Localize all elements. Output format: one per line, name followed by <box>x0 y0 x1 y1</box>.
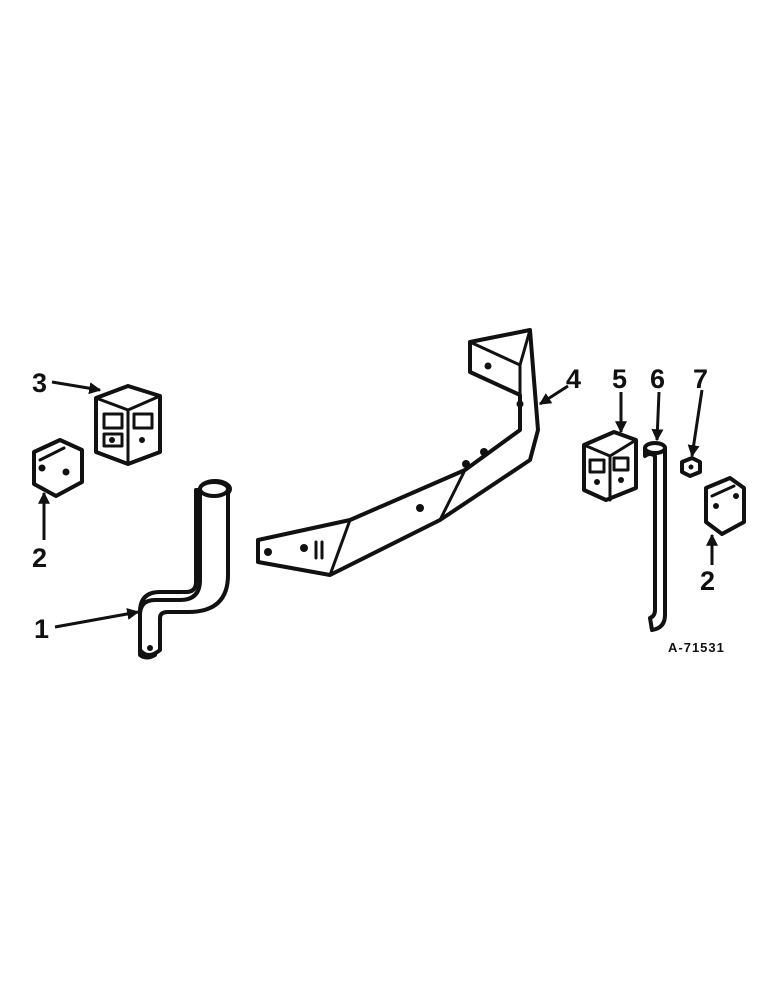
callout-2-right: 2 <box>700 566 715 596</box>
callout-5: 5 <box>612 364 627 394</box>
leader-lines <box>38 380 718 629</box>
callout-2-left: 2 <box>32 543 47 573</box>
leader-4 <box>538 384 569 406</box>
callout-1: 1 <box>34 614 49 644</box>
callout-3: 3 <box>32 368 47 398</box>
part-3-clamp-block <box>94 384 162 466</box>
part-6-rod <box>643 441 667 632</box>
leader-7 <box>687 389 704 458</box>
leader-1 <box>54 608 140 629</box>
callout-4: 4 <box>566 364 581 394</box>
callout-7: 7 <box>693 364 708 394</box>
part-7-nut <box>680 456 702 478</box>
leader-3 <box>51 380 102 395</box>
part-2-bracket-right <box>704 476 746 536</box>
callout-6: 6 <box>650 364 665 394</box>
part-4-main-bar <box>256 328 540 577</box>
leader-6 <box>651 391 664 442</box>
part-1-offset-shaft <box>138 479 232 660</box>
figure-reference: A-71531 <box>668 640 725 655</box>
callout-labels: 1 2 2 3 4 5 6 7 A-71531 <box>32 364 725 655</box>
part-2-bracket-left <box>32 438 84 498</box>
part-5-clamp-block <box>582 430 638 502</box>
